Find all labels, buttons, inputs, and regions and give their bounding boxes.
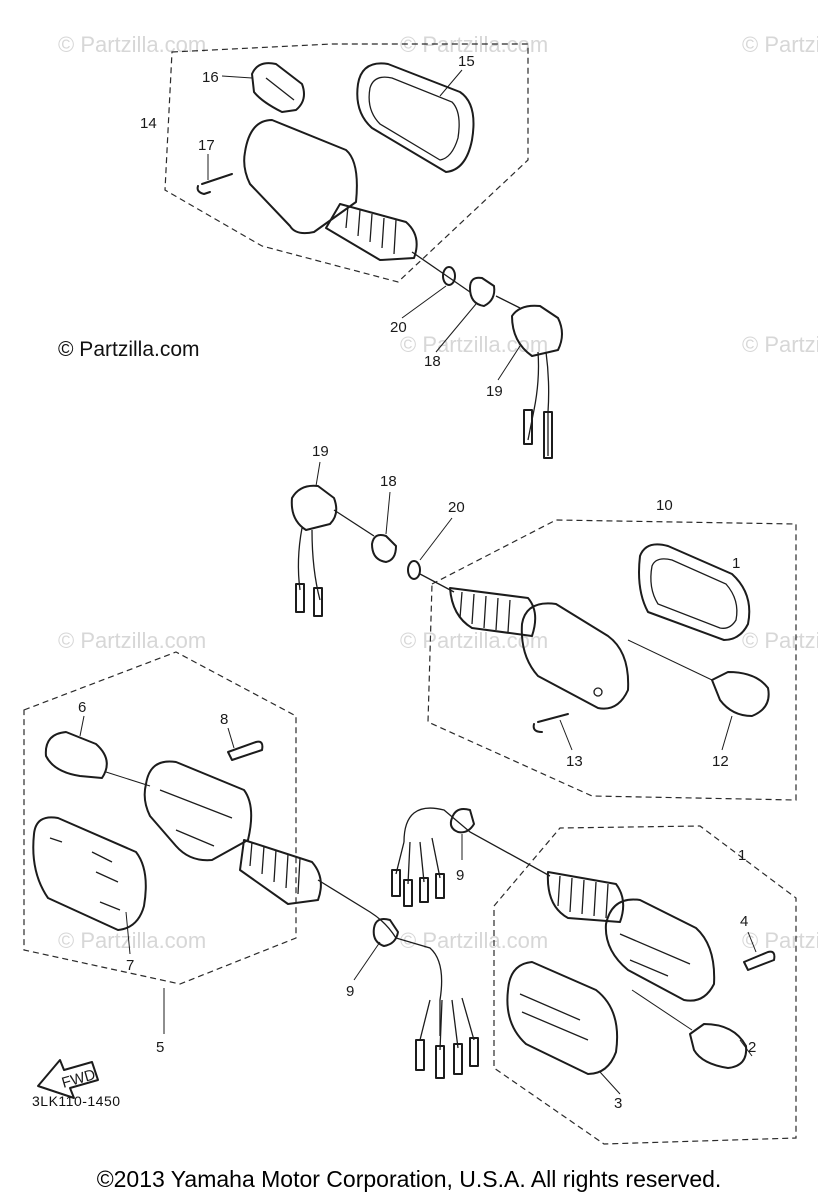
callout-10: 10 <box>656 497 673 514</box>
assembly-10-group <box>290 484 797 801</box>
callout-19-top: 19 <box>486 383 503 400</box>
screw-13 <box>532 713 569 733</box>
wire-cover-19-mid <box>290 484 375 617</box>
bulb-16 <box>251 62 305 113</box>
footer-copyright: ©2013 Yamaha Motor Corporation, U.S.A. A… <box>96 1166 722 1192</box>
lens-7 <box>32 816 147 931</box>
washer-20-mid <box>407 560 421 580</box>
callouts: 16 15 14 17 20 18 19 19 18 20 10 1 12 13… <box>78 53 757 1112</box>
watermark: © Partzilla.com <box>400 628 548 653</box>
watermark-layer: © Partzilla.com © Partzilla.com © Partzi… <box>58 32 818 953</box>
callout-13: 13 <box>566 753 583 770</box>
housing-5 <box>143 760 479 1079</box>
watermark: © Partzilla.com <box>742 32 818 57</box>
wire-harness-9-right <box>391 807 551 907</box>
housing-14 <box>243 119 471 293</box>
assembly-5-group <box>23 651 479 1079</box>
callout-16: 16 <box>202 69 219 86</box>
washer-20-top <box>442 266 456 286</box>
lens-15 <box>356 62 475 173</box>
assembly-1-outline <box>493 825 797 1145</box>
assembly-14-group <box>164 43 563 459</box>
assembly-14-outline <box>164 43 529 283</box>
watermark: © Partzilla.com <box>742 332 818 357</box>
watermark: © Partzilla.com <box>742 628 818 653</box>
lens-1-mid <box>638 543 751 641</box>
callout-1-mid: 1 <box>732 555 740 572</box>
callout-5: 5 <box>156 1039 164 1056</box>
watermark: © Partzilla.com <box>400 332 548 357</box>
callout-18-mid: 18 <box>380 473 397 490</box>
callout-19-mid: 19 <box>312 443 329 460</box>
watermark: © Partzilla.com <box>58 628 206 653</box>
assembly-1-group <box>391 807 797 1145</box>
watermark: © Partzilla.com <box>58 928 206 953</box>
screw-17 <box>196 173 233 195</box>
copyright-overlay: © Partzilla.com <box>58 338 200 361</box>
bulb-12 <box>627 639 770 717</box>
callout-3: 3 <box>614 1095 622 1112</box>
screw-8 <box>227 740 264 761</box>
callout-15: 15 <box>458 53 475 70</box>
bulb-2 <box>631 989 748 1069</box>
housing-10 <box>449 587 630 710</box>
housing-1 <box>546 871 716 1002</box>
grommet-18-top <box>469 276 496 307</box>
assembly-5-outline <box>23 651 297 985</box>
watermark: © Partzilla.com <box>400 928 548 953</box>
watermark: © Partzilla.com <box>58 32 206 57</box>
callout-7: 7 <box>126 957 134 974</box>
callout-20-mid: 20 <box>448 499 465 516</box>
wire-cover-19-top <box>511 304 563 459</box>
callout-18-top: 18 <box>424 353 441 370</box>
callout-2: 2 <box>748 1039 756 1056</box>
watermark: © Partzilla.com <box>742 928 818 953</box>
callout-9-left: 9 <box>346 983 354 1000</box>
diagram-code: 3LK110-1450 <box>32 1093 121 1109</box>
callout-4: 4 <box>740 913 748 930</box>
lens-3 <box>506 961 619 1075</box>
callout-1: 1 <box>738 847 746 864</box>
callout-17: 17 <box>198 137 215 154</box>
bulb-6 <box>44 731 151 787</box>
assembly-10-outline <box>427 519 797 801</box>
callout-6: 6 <box>78 699 86 716</box>
callout-9-right: 9 <box>456 867 464 884</box>
callout-12: 12 <box>712 753 729 770</box>
callout-20-top: 20 <box>390 319 407 336</box>
callout-14: 14 <box>140 115 157 132</box>
screw-4 <box>743 950 776 971</box>
callout-8: 8 <box>220 711 228 728</box>
grommet-18-mid <box>371 534 397 563</box>
